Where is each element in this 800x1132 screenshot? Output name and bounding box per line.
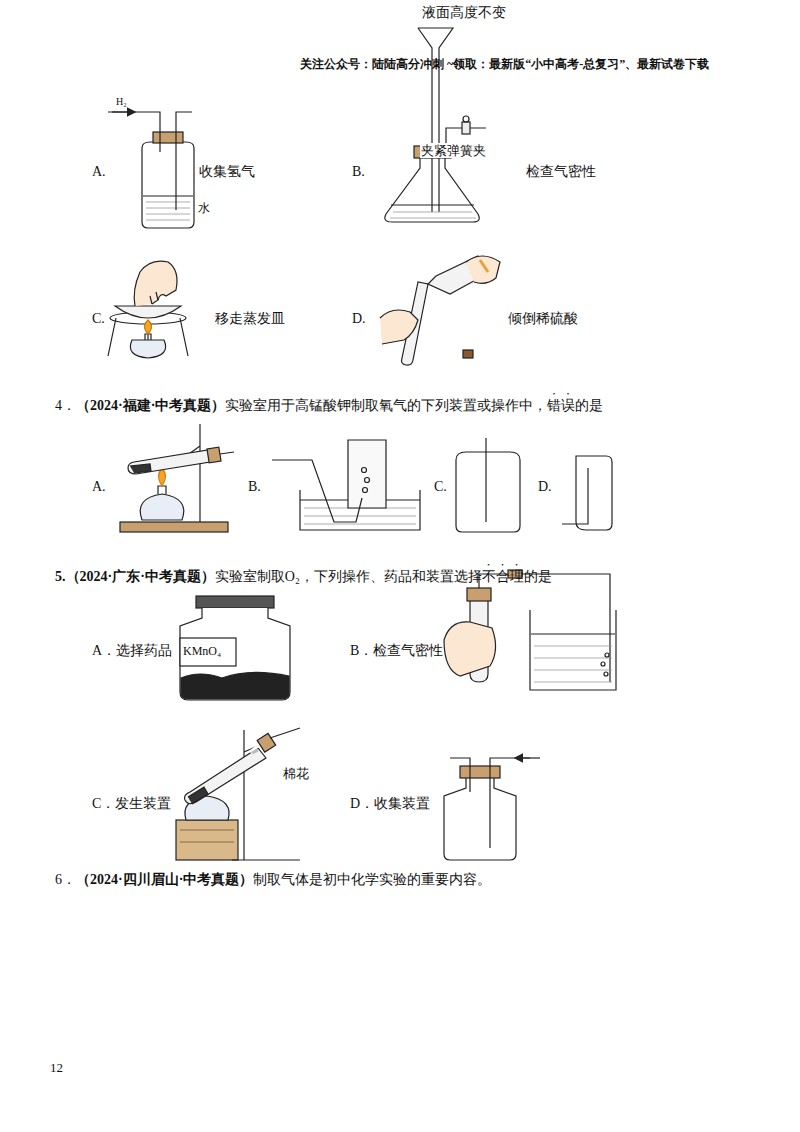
text-line: C．发生装置 (92, 795, 171, 813)
printed-text: （2024·福建·中考真题） (76, 398, 225, 413)
text-line: 收集氢气 (199, 163, 255, 181)
printed-text: 倾倒稀硫酸 (508, 311, 578, 326)
text-line: B. (352, 163, 365, 181)
printed-text: 夹紧弹簧夹 (420, 143, 487, 158)
printed-text: D. (352, 311, 366, 326)
text-line: D. (538, 478, 552, 496)
text-line: B. (248, 478, 261, 496)
inverted-bottle (562, 456, 612, 530)
collecting-bottle (456, 438, 520, 532)
text-line: A. (92, 163, 106, 181)
collect-bottle (444, 758, 540, 860)
printed-text: 棉花 (282, 766, 310, 781)
printed-text: 检查气密性 (526, 164, 596, 179)
printed-text: 5.（2024·广东·中考真题） (55, 569, 215, 584)
printed-text: A. (92, 479, 106, 494)
text-line: A. (92, 478, 106, 496)
text-line: D．收集装置 (350, 795, 430, 813)
text-line: KMnO₄ (183, 644, 221, 659)
tightness-check (444, 570, 616, 690)
water-trough (272, 440, 420, 530)
printed-text: H₂ (116, 96, 127, 107)
text-line: 液面高度不变 (422, 4, 506, 22)
generator-setup (176, 728, 300, 860)
text-line: H₂ (116, 96, 127, 109)
text-line: 检查气密性 (526, 163, 596, 181)
printed-text: 实验室用于高锰酸钾制取氧气的下列装置或操作中， (225, 398, 547, 413)
text-line: A．选择药品 (92, 642, 172, 660)
printed-text: 6． (55, 872, 76, 887)
text-line: 4．（2024·福建·中考真题）实验室用于高锰酸钾制取氧气的下列装置或操作中，错… (55, 390, 603, 415)
printed-text: 的是 (575, 398, 603, 413)
text-line: 12 (50, 1060, 63, 1076)
text-line: 棉花 (282, 766, 310, 782)
text-line: 移走蒸发皿 (215, 310, 285, 328)
printed-text: 液面高度不变 (422, 5, 506, 20)
printed-text: 移走蒸发皿 (215, 311, 285, 326)
text-line: 水 (198, 201, 210, 216)
printed-text: KMnO₄ (183, 644, 221, 658)
text-line: 倾倒稀硫酸 (508, 310, 578, 328)
printed-text: 错误 (547, 398, 575, 413)
text-line: C. (434, 478, 447, 496)
printed-text: B. (352, 164, 365, 179)
pouring-setup (380, 256, 500, 365)
printed-text: B. (248, 479, 261, 494)
reagent-bottle (180, 596, 290, 700)
printed-text: 收集氢气 (199, 164, 255, 179)
printed-text: C．发生装置 (92, 796, 171, 811)
heating-setup (120, 424, 234, 532)
printed-text: 关注公众号：陆陆高分冲刺 ~领取：最新版“小中高考-总复习”、最新试卷下载 (300, 57, 709, 71)
printed-text: 不合理 (482, 569, 524, 584)
text-line: 5.（2024·广东·中考真题）实验室制取O₂，下列操作、药品和装置选择不合理的… (55, 561, 552, 586)
printed-text: 实验室制取O₂，下列操作、药品和装置选择 (215, 569, 482, 584)
printed-text: 制取气体是初中化学实验的重要内容。 (253, 872, 491, 887)
printed-text: A. (92, 164, 106, 179)
printed-text: 的是 (524, 569, 552, 584)
gas-bottle (108, 112, 194, 228)
printed-text: A．选择药品 (92, 643, 172, 658)
text-line: 关注公众号：陆陆高分冲刺 ~领取：最新版“小中高考-总复习”、最新试卷下载 (300, 57, 709, 72)
printed-text: C. (434, 479, 447, 494)
text-line: 6．（2024·四川眉山·中考真题）制取气体是初中化学实验的重要内容。 (55, 871, 491, 889)
printed-text: D．收集装置 (350, 796, 430, 811)
evaporation-setup (108, 261, 188, 358)
text-line: 夹紧弹簧夹 (420, 143, 487, 159)
printed-text: 4． (55, 398, 76, 413)
printed-text: D. (538, 479, 552, 494)
printed-text: C. (92, 311, 105, 326)
printed-text: B．检查气密性 (350, 643, 443, 658)
printed-text: 水 (198, 201, 210, 215)
text-line: D. (352, 310, 366, 328)
printed-text: （2024·四川眉山·中考真题） (76, 872, 253, 887)
printed-text: 12 (50, 1060, 63, 1075)
text-line: C. (92, 310, 105, 328)
text-line: B．检查气密性 (350, 642, 443, 660)
